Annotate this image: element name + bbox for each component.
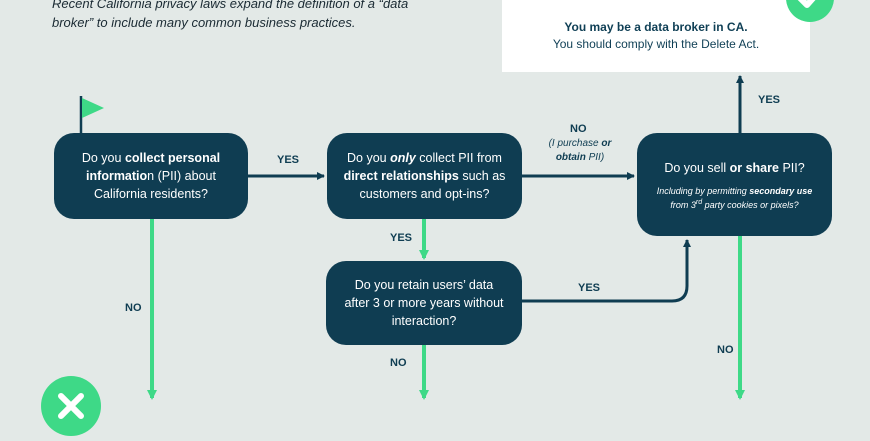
retain-line-3: interaction?: [391, 314, 457, 328]
label-no-only-note: (I purchase or obtain PII): [532, 137, 628, 165]
node-sell-share: Do you sell or share PII? Including by p…: [637, 133, 832, 236]
only-italic: only: [390, 151, 416, 165]
retain-line-1: Do you retain users’ data: [354, 278, 494, 292]
no-note-bold-1: or: [601, 138, 612, 149]
label-no-only: NO: [570, 123, 587, 135]
sell-note-sup: rd: [695, 198, 703, 206]
only-text-1: Do you: [347, 151, 391, 165]
label-no-retain: NO: [390, 357, 407, 369]
result-subtitle: You should comply with the Delete Act.: [552, 37, 760, 51]
node-direct-relationships: Do you only collect PII from direct rela…: [327, 133, 522, 219]
no-note-2: PII): [585, 152, 605, 163]
collect-bold-2: informatio: [86, 169, 148, 183]
label-yes-collect: YES: [277, 154, 300, 166]
label-yes-only: YES: [390, 232, 413, 244]
sell-bold: or share: [729, 160, 779, 175]
label-no-sell: NO: [717, 344, 734, 356]
only-text-4: customers and opt-ins?: [359, 187, 490, 201]
collect-bold-1: collect personal: [124, 151, 221, 165]
node-collect-pii: Do you collect personal information (PII…: [54, 133, 248, 219]
collect-text-1: Do you: [81, 151, 125, 165]
flow-connectors: [147, 75, 745, 400]
arrow-retain-to-sell: [522, 239, 691, 303]
label-no-collect: NO: [125, 302, 142, 314]
sell-note: Including by permitting secondary use fr…: [637, 185, 832, 211]
only-text-2: collect PII from: [415, 151, 502, 165]
x-icon: [41, 376, 101, 436]
only-text-3: such as: [458, 169, 506, 183]
intro-line-1: Recent California privacy laws expand th…: [52, 0, 409, 11]
no-note-bold-2: obtain: [555, 152, 586, 163]
flag-icon: [78, 96, 108, 136]
result-box: You may be a data broker in CA. You shou…: [502, 0, 810, 72]
label-yes-retain: YES: [578, 282, 601, 294]
sell-note-1: Including by permitting: [656, 185, 750, 196]
sell-note-bold: secondary use: [749, 185, 813, 196]
label-yes-sell: YES: [758, 94, 781, 106]
result-title: You may be a data broker in CA.: [564, 20, 748, 34]
no-note-1: (I purchase: [548, 138, 602, 149]
collect-text-2: n (PII) about: [147, 169, 216, 183]
intro-text: Recent California privacy laws expand th…: [52, 0, 472, 32]
only-bold: direct relationships: [343, 169, 459, 183]
check-icon: [786, 0, 834, 22]
retain-line-2: after 3 or more years without: [344, 296, 504, 310]
collect-text-3: California residents?: [94, 187, 208, 201]
sell-text-1: Do you sell: [664, 160, 730, 175]
intro-line-2: broker” to include many common business …: [52, 15, 356, 30]
sell-text-2: PII?: [778, 160, 805, 175]
sell-note-3: party cookies or pixels?: [702, 199, 799, 210]
sell-note-2: from 3: [670, 199, 696, 210]
node-retain-data: Do you retain users’ data after 3 or mor…: [326, 261, 522, 345]
